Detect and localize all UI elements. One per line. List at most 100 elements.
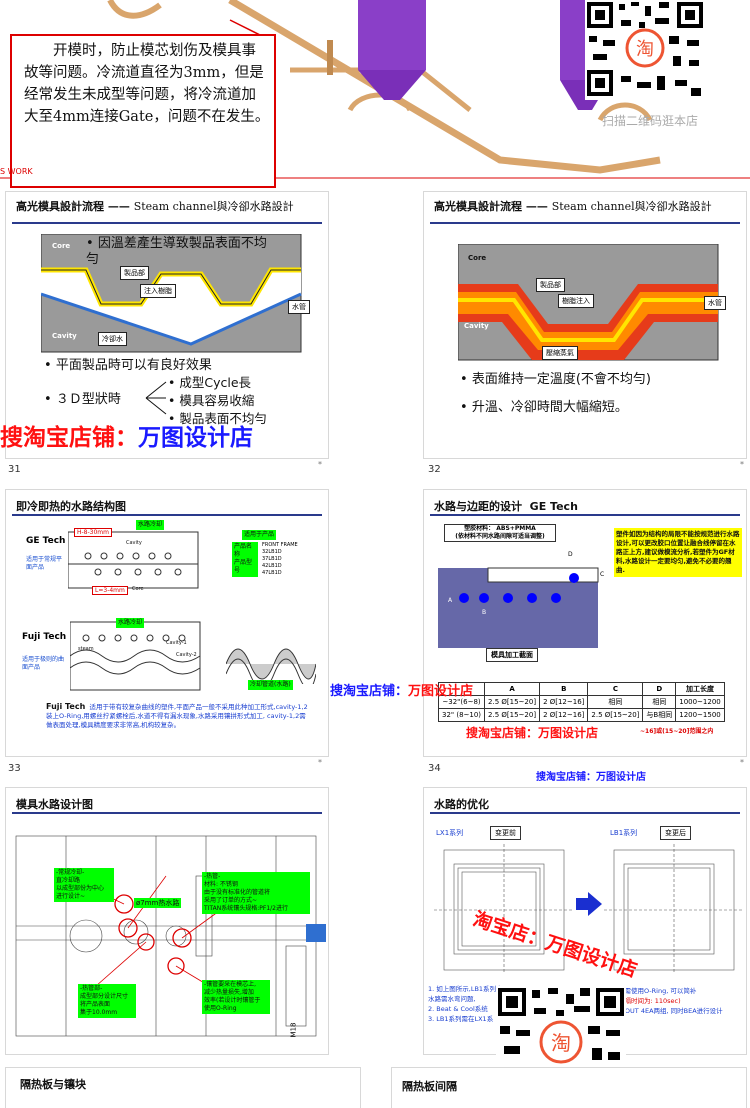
waterline-after-drawing — [604, 844, 744, 974]
label-cooling-water: 冷卻水 — [98, 332, 127, 346]
lb1-label: LB1系列 — [610, 829, 638, 837]
ge-label: GE Tech — [26, 536, 66, 546]
slide-title: 水路与边距的设计 GE Tech — [434, 500, 578, 513]
svg-text:淘: 淘 — [636, 39, 654, 60]
slide-38-partial: 隔热板间隔 — [392, 1068, 746, 1108]
arrow-icon — [576, 892, 602, 916]
green-note-3: -热管部- 成型部分设计尺寸 将产品表面 集于10.0mm — [78, 984, 136, 1018]
red-tag-2: L=3-4mm — [92, 586, 128, 595]
wave-section-diagram — [226, 648, 316, 684]
bullet-2: • 平面製品時可以有良好效果 — [44, 358, 212, 373]
slide-title: 水路的优化 — [434, 798, 489, 811]
note-box: 开模时，防止模芯划伤及模具事故等问题。冷流道直径为3mm，但是经常发生未成型等问… — [10, 34, 276, 188]
label-core: Core — [468, 254, 487, 262]
label-water-pipe: 水管 — [288, 300, 310, 314]
footer-brand: S WORK — [0, 167, 33, 176]
m-label: M18 — [289, 1022, 298, 1038]
bullet-1: • 因溫差產生導致製品表面不均勻 — [86, 236, 267, 267]
page-number-34: 34 — [428, 763, 441, 774]
slide-title: 高光模具設計流程 —— Steam channel與冷卻水路設計 — [16, 200, 294, 213]
qr-code: 淘 — [585, 0, 705, 100]
cavity2-text: Cavity-2 — [176, 652, 197, 658]
title-rule — [430, 812, 740, 814]
slide-title: 即冷即热的水路结构图 — [16, 500, 126, 513]
slide-35: 模具水路设计图 -常规冷却- 直冷却路 以成型部份为中心 进行设计~ -热管- … — [6, 788, 328, 1054]
sub-bullet-2: • 模具容易收縮 — [168, 393, 255, 408]
svg-text:A: A — [448, 597, 453, 604]
slide-star-icon: * — [740, 460, 744, 469]
bullet-3: • ３Ｄ型狀時 — [44, 392, 121, 407]
slide-title: 高光模具設計流程 —— Steam channel與冷卻水路設計 — [434, 200, 712, 213]
green-note-1: -常规冷却- 直冷却路 以成型部份为中心 进行设计~ — [54, 868, 114, 902]
before-tag: 变更前 — [490, 826, 521, 840]
after-tag: 变更后 — [660, 826, 691, 840]
slide-title: 隔热板间隔 — [402, 1080, 457, 1093]
slide-33: 即冷即热的水路结构图 GE Tech 适用于常规平面产品 H-8-30mm L=… — [6, 490, 328, 756]
fuji-label: Fuji Tech — [22, 632, 67, 642]
watermark-shop-mid: 搜淘宝店铺：万图设计店 — [330, 684, 474, 699]
opt-notes: 1. 如上图所示,LB1系列产品 水路需水弯问题, 2. Beat & Cool… — [428, 985, 510, 1023]
fuji-description: Fuji Tech 适用于带有较复杂曲线的塑件,平面产品一般不采用此种加工形式,… — [46, 702, 308, 729]
label-inject: 樹脂注入 — [558, 294, 594, 308]
title-rule — [12, 222, 322, 224]
label-core: Core — [52, 242, 71, 250]
label-part: 製品部 — [120, 266, 149, 280]
table-note: ~16]或(15~20]范围之内 — [640, 728, 714, 735]
green-tag-2: 水路冷却 — [116, 618, 145, 628]
green-note-2: -热管- 材料: 不锈钢 由于没有标准化的管道将 采用了订单的方式~ TITAN… — [202, 872, 310, 914]
material-box: 塑胶材料： ABS+PMMA (依材料不同水路间隙可适当调整) — [444, 524, 556, 542]
page-number-32: 32 — [428, 464, 441, 475]
svg-text:C: C — [600, 571, 604, 578]
label-cavity: Cavity — [464, 322, 489, 330]
sub-bullet-1: • 成型Cycle長 — [168, 375, 252, 390]
brace-arrows — [145, 381, 167, 415]
section-drawing: D C B A — [438, 551, 604, 648]
svg-text:D: D — [568, 551, 573, 558]
title-rule — [430, 514, 740, 516]
watermark-shop-mid2: 搜淘宝店铺：万图设计店 — [466, 726, 599, 740]
opt-notes-right: 无需使用O-Ring, 可以简补 间隔时间为: 110sec) N,OUT 4E… — [618, 987, 723, 1015]
mold-cad-drawing — [15, 835, 326, 1037]
green-tag-3: 冷却管道(水路) — [248, 680, 293, 690]
title-rule — [430, 222, 740, 224]
bullet-1: • 表面維持一定溫度(不會不均勻) — [460, 372, 651, 387]
note-text: 开模时，防止模芯划伤及模具事故等问题。冷流道直径为3mm，但是经常发生未成型等问… — [24, 43, 270, 125]
dia-tag: ø7mm热水路 — [134, 898, 182, 908]
section-label: 模具加工截面 — [486, 648, 538, 662]
fuji-section-diagram — [70, 621, 201, 691]
label-part: 製品部 — [536, 278, 565, 292]
core-text: Core — [132, 586, 144, 592]
product-name-label: 产品名称产品型号 — [232, 542, 258, 577]
top-region: 开模时，防止模芯划伤及模具事故等问题。冷流道直径为3mm，但是经常发生未成型等问… — [0, 0, 750, 190]
slide-32: 高光模具設計流程 —— Steam channel與冷卻水路設計 Core Ca… — [424, 192, 746, 458]
yellow-note: 塑件如因为结构的局限不能按规范进行水路设计,可以更改胶口位置让融合线停留在水路正… — [614, 528, 742, 577]
slide-star-icon: * — [318, 758, 322, 767]
page-number-33: 33 — [8, 763, 21, 774]
svg-text:淘: 淘 — [551, 1031, 571, 1055]
label-inject: 注入樹脂 — [140, 284, 176, 298]
label-steam: 壓縮蒸氣 — [542, 346, 578, 360]
steam-text: steam — [78, 646, 94, 652]
label-water-pipe: 水管 — [704, 296, 726, 310]
slide-star-icon: * — [740, 758, 744, 767]
ge-section-diagram — [68, 531, 199, 589]
title-rule — [12, 812, 322, 814]
product-box-title: 适用于产品 — [242, 530, 277, 540]
green-tag-1: 水路冷却 — [136, 520, 165, 530]
slide-31: 高光模具設計流程 —— Steam channel與冷卻水路設計 Core Ca… — [6, 192, 328, 458]
slide-34: 水路与边距的设计 GE Tech 塑胶材料： ABS+PMMA (依材料不同水路… — [424, 490, 746, 756]
svg-text:B: B — [482, 609, 486, 616]
cavity-text: Cavity — [126, 540, 142, 546]
green-note-4: -镶管要采在模芯上, 减少热量损失,增加 效率(若设计时镶管于 使用O-Ring — [202, 980, 270, 1014]
lx1-label: LX1系列 — [436, 829, 464, 837]
slide-title: 隔热板与镶块 — [20, 1078, 86, 1091]
product-model-list: FRONT FRAME 32LB1D 37LB1D 42LB1D 47LB1D — [262, 542, 298, 576]
bullet-2: • 升溫、冷卻時間大幅縮短。 — [460, 400, 628, 415]
waterline-before-drawing — [434, 844, 574, 974]
slide-37-partial: 隔热板与镶块 — [6, 1068, 360, 1108]
title-rule — [12, 514, 322, 516]
table-row: 32" (8~10)2.5 Ø[15~20]2 Ø[12~16]2.5 Ø[15… — [437, 708, 725, 722]
